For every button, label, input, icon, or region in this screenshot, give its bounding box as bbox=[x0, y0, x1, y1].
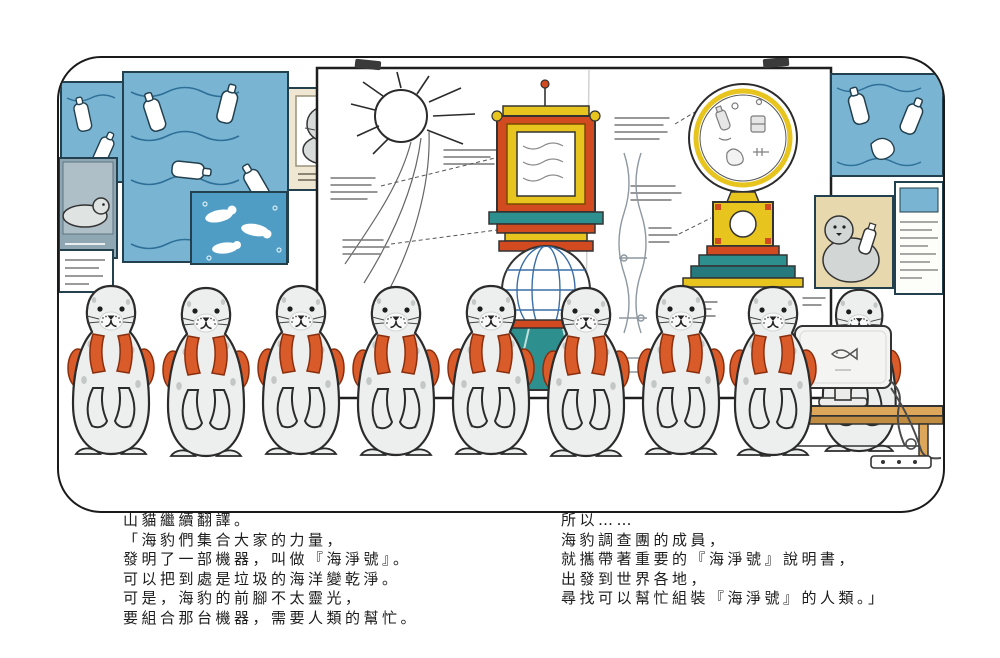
poster-wall-left bbox=[59, 71, 361, 293]
poster-seals-swimming bbox=[190, 191, 288, 265]
story-line: 就攜帶著重要的『海淨號』說明書， bbox=[561, 550, 858, 568]
classroom-scene bbox=[59, 58, 943, 469]
story-line: 「海豹們集合大家的力量， bbox=[123, 530, 346, 549]
story-line: 要組合那台機器，需要人類的幫忙。 bbox=[123, 608, 420, 627]
cables bbox=[888, 379, 942, 460]
seal-silhouettes bbox=[205, 205, 272, 254]
fish-logo bbox=[830, 347, 858, 361]
sun-drawing bbox=[344, 71, 476, 291]
poster-seal-with-bottle bbox=[814, 195, 894, 289]
bottle-shape bbox=[142, 91, 167, 132]
board-clip bbox=[762, 58, 790, 68]
board-clip bbox=[354, 58, 382, 71]
poster-wall-right bbox=[814, 73, 943, 295]
story-line: 出發到世界各地， bbox=[561, 569, 710, 588]
story-line: 可是，海豹的前腳不太靈光， bbox=[123, 589, 364, 607]
seal-1 bbox=[66, 284, 156, 456]
sketch-annotations bbox=[330, 117, 826, 317]
poster-article-right bbox=[894, 181, 943, 295]
power-strip bbox=[870, 455, 932, 469]
poster-plastic-trash-right bbox=[830, 73, 943, 177]
trash-globe-diagram bbox=[682, 83, 804, 288]
story-line: 可以把到處是垃圾的海洋變乾淨。 bbox=[123, 569, 401, 588]
story-line: 山貓繼續翻譯。 bbox=[123, 511, 253, 529]
story-line: 所以…… bbox=[561, 511, 636, 529]
seal-2 bbox=[161, 286, 251, 458]
poster-seal-photo bbox=[59, 157, 118, 259]
story-line: 海豹調查團的成員， bbox=[561, 530, 728, 549]
bottle-shape bbox=[216, 83, 239, 124]
floating-trash-doodles bbox=[715, 98, 769, 166]
story-column-right: 所以…… 海豹調查團的成員， 就攜帶著重要的『海淨號』說明書， 出發到世界各地，… bbox=[561, 511, 887, 609]
story-column-left: 山貓繼續翻譯。 「海豹們集合大家的力量， 發明了一部機器，叫做『海淨號』。 可以… bbox=[123, 511, 419, 628]
poster-note-card bbox=[59, 249, 114, 293]
illustration-panel bbox=[57, 56, 945, 513]
bottle-shape bbox=[171, 160, 212, 180]
story-line: 尋找可以幫忙組裝『海淨號』的人類。」 bbox=[561, 589, 887, 607]
computer-monitor bbox=[794, 325, 892, 407]
story-line: 發明了一部機器，叫做『海淨號』。 bbox=[123, 550, 412, 568]
